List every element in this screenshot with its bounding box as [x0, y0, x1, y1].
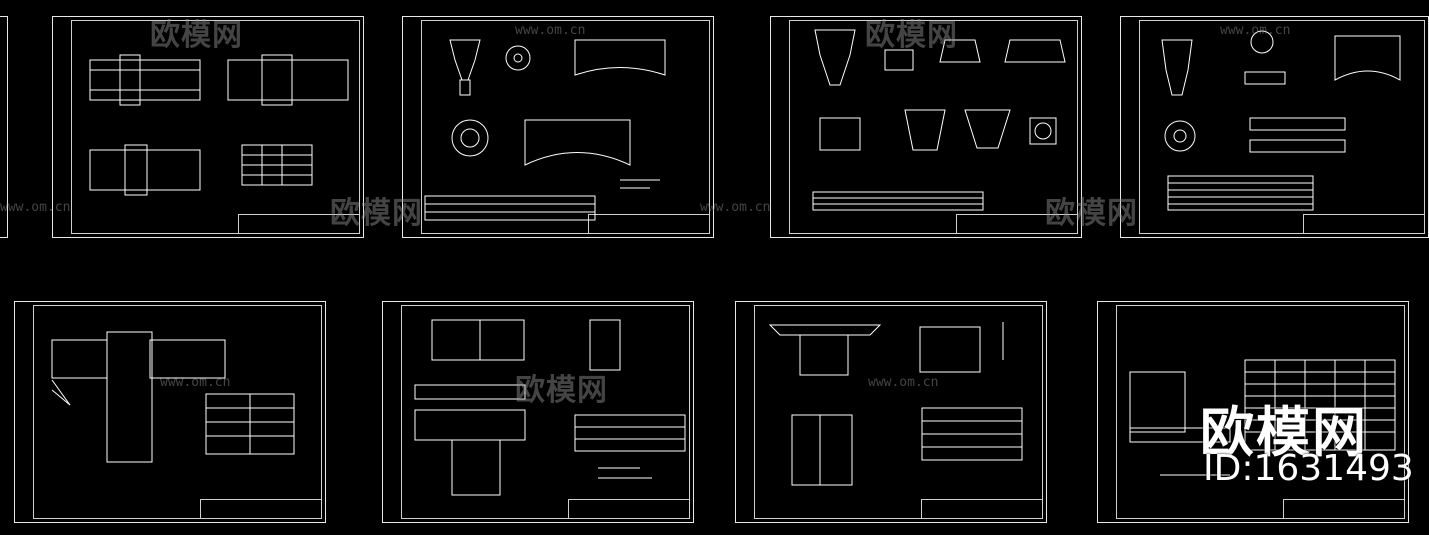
watermark-text: 欧模网 — [150, 18, 243, 53]
watermark-url: www.om.cn — [0, 200, 71, 215]
watermark-url: www.om.cn — [515, 23, 586, 38]
drawing-sheet-wall-penetration[interactable] — [14, 301, 326, 523]
watermark-text: 欧模网 — [515, 373, 608, 408]
watermark-text: 欧模网 — [1045, 196, 1138, 231]
drawing-sheet-schedule[interactable] — [1097, 301, 1409, 523]
drawing-sheet-funnel-parts[interactable] — [770, 16, 1082, 238]
watermark-url: www.om.cn — [160, 375, 231, 390]
drawing-sheet-pipe-joints[interactable] — [52, 16, 364, 238]
drawing-sheet-drain-detail[interactable] — [735, 301, 1047, 523]
watermark-text: 欧模网 — [330, 196, 423, 231]
drawing-sheet-funnel-elbow[interactable] — [402, 16, 714, 238]
watermark-url: www.om.cn — [700, 200, 771, 215]
drawing-sheet-partial — [0, 16, 8, 238]
drawing-sheet-floor-section[interactable] — [382, 301, 694, 523]
watermark-url: www.om.cn — [1220, 23, 1291, 38]
watermark-url: www.om.cn — [868, 375, 939, 390]
brand-id-label: ID:1631493 — [1203, 448, 1414, 489]
watermark-text: 欧模网 — [865, 18, 958, 53]
brand-logo-text: 欧模网 — [1200, 401, 1368, 464]
